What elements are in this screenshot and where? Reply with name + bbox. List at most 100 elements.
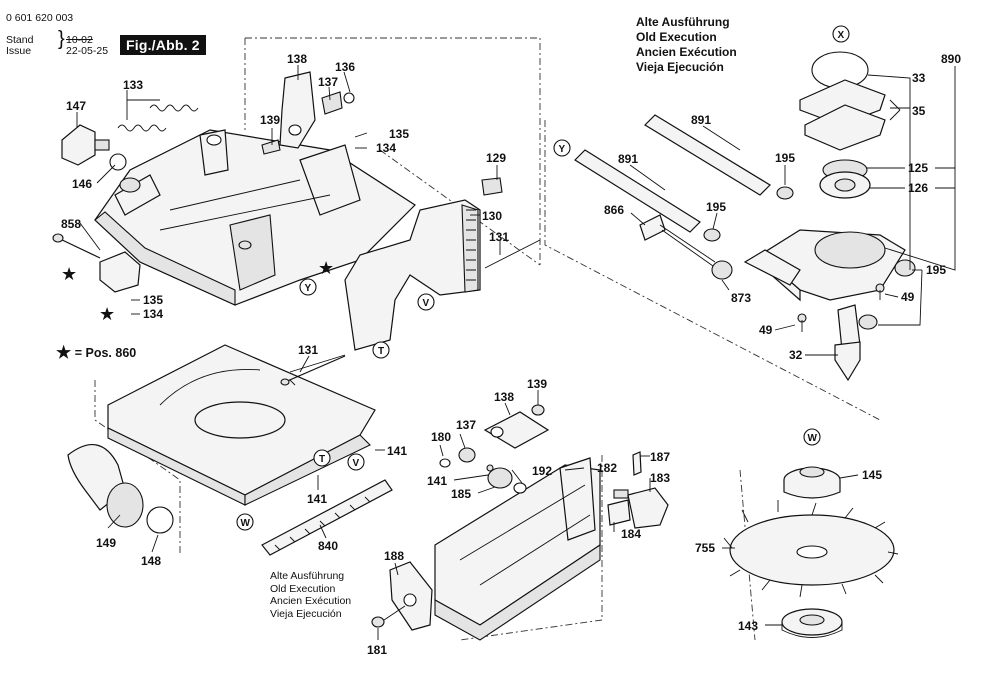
position-stars: ★ ★ ★ (61, 258, 334, 324)
callout-195-c: 195 (926, 263, 946, 277)
marker-t-2: T (319, 454, 325, 465)
stand-label: Stand (6, 34, 34, 46)
callout-141-b: 141 (387, 444, 407, 458)
callout-890: 890 (941, 52, 961, 66)
callout-183: 183 (650, 471, 670, 485)
callout-35: 35 (912, 104, 926, 118)
callout-187: 187 (650, 450, 670, 464)
callout-126: 126 (908, 181, 928, 195)
callout-134-b: 134 (143, 307, 163, 321)
callout-145: 145 (862, 468, 882, 482)
rod-131 (280, 355, 346, 386)
note-line-es: Vieja Ejecución (270, 607, 342, 620)
position-note-text: = Pos. 860 (74, 346, 137, 360)
guide-rods-891 (574, 114, 794, 242)
stand-new-date: 22-05-25 (66, 45, 109, 57)
callout-141: 141 (427, 474, 447, 488)
callout-125: 125 (908, 161, 928, 175)
callout-873: 873 (731, 291, 751, 305)
callout-182: 182 (597, 461, 617, 475)
callout-147: 147 (66, 99, 86, 113)
marker-y: Y (559, 144, 566, 155)
callout-49: 49 (901, 290, 915, 304)
callout-numbers: 138 136 137 139 135 134 133 147 146 858 … (61, 52, 961, 657)
screw-858 (52, 233, 141, 293)
star-icon: ★ (56, 343, 72, 362)
lever-138-top (261, 71, 355, 155)
callout-891: 891 (691, 113, 711, 127)
stand-old-date: 10-02 (66, 34, 93, 46)
callout-866: 866 (604, 203, 624, 217)
side-fence-130 (344, 177, 541, 351)
callout-137: 137 (318, 75, 338, 89)
base-housing (94, 129, 416, 306)
callout-141-c: 141 (307, 492, 327, 506)
note-line-fr: Ancien Exécution (270, 595, 352, 608)
callout-131: 131 (489, 230, 509, 244)
callout-858: 858 (61, 217, 81, 231)
brace-icon: } (58, 28, 65, 50)
callout-180: 180 (431, 430, 451, 444)
rack-840 (261, 479, 393, 556)
callout-188: 188 (384, 549, 404, 563)
guide-plate (107, 344, 376, 506)
reference-markers: X Y Y V V T T W W (236, 25, 850, 531)
tilt-adjust-group (439, 404, 550, 494)
marker-y-2: Y (305, 283, 312, 294)
callout-32: 32 (789, 348, 803, 362)
spring-parts (117, 104, 199, 132)
marker-w-2: W (808, 433, 818, 444)
callout-136: 136 (335, 60, 355, 74)
callout-192: 192 (532, 464, 552, 478)
marker-w: W (241, 518, 251, 529)
note-line-en: Old Execution (636, 30, 717, 44)
callout-137-b: 137 (456, 418, 476, 432)
position-note: ★ = Pos. 860 (56, 343, 136, 363)
marker-t: T (378, 346, 384, 357)
flange-145 (783, 466, 841, 499)
dust-elbow-149 (67, 444, 174, 534)
old-execution-note-top: Alte Ausführung Old Execution Ancien Exé… (636, 15, 737, 75)
note-line-fr: Ancien Exécution (636, 45, 737, 59)
callout-195-b: 195 (706, 200, 726, 214)
marker-x: X (838, 30, 845, 41)
issue-label: Issue (6, 45, 32, 57)
callout-139: 139 (260, 113, 280, 127)
callout-840: 840 (318, 539, 338, 553)
gear-housing (743, 229, 916, 382)
callout-33: 33 (912, 71, 926, 85)
callout-185: 185 (451, 487, 471, 501)
saw-blade-755 (723, 500, 899, 598)
callout-131-b: 131 (298, 343, 318, 357)
clamp-knob-183 (607, 451, 669, 529)
callout-138-b: 138 (494, 390, 514, 404)
callout-130: 130 (482, 209, 502, 223)
figure-label: Fig./Abb. 2 (120, 35, 206, 55)
callout-181: 181 (367, 643, 387, 657)
star-icon: ★ (99, 304, 115, 324)
old-execution-note-bottom: Alte Ausführung Old Execution Ancien Exé… (270, 570, 351, 620)
bracket-188 (371, 561, 433, 631)
leader-lines (76, 65, 956, 640)
marker-v: V (423, 298, 430, 309)
callout-146: 146 (72, 177, 92, 191)
threaded-rod-866 (639, 214, 733, 280)
flange-143 (781, 608, 843, 638)
callout-134: 134 (376, 141, 396, 155)
callout-891-b: 891 (618, 152, 638, 166)
callout-49-b: 49 (759, 323, 773, 337)
callout-135: 135 (389, 127, 409, 141)
callout-148: 148 (141, 554, 161, 568)
callout-135-b: 135 (143, 293, 163, 307)
note-line-en: Old Execution (270, 582, 336, 595)
callout-139-b: 139 (527, 377, 547, 391)
callout-133: 133 (123, 78, 143, 92)
note-line-es: Vieja Ejecución (636, 60, 724, 74)
callout-195: 195 (775, 151, 795, 165)
callout-143: 143 (738, 619, 758, 633)
bearing-stack (799, 51, 886, 199)
callout-184: 184 (621, 527, 641, 541)
callout-755: 755 (695, 541, 715, 555)
marker-v-2: V (353, 458, 360, 469)
note-line-de: Alte Ausführung (636, 15, 730, 29)
